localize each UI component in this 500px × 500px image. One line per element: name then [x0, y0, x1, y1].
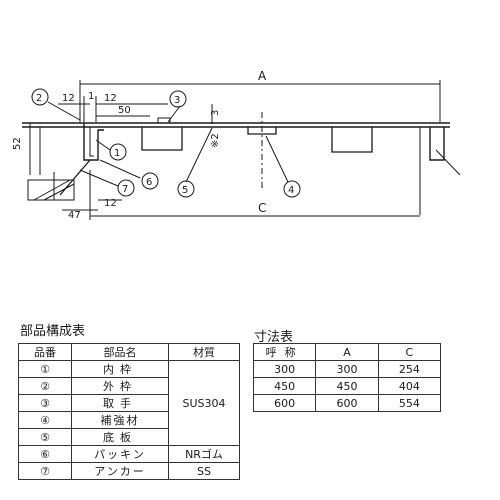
- table-row: 600 600 554: [252, 394, 442, 412]
- dims-table: 呼称 A C 300 300 254 450 450 404 600 600 5…: [252, 343, 442, 412]
- part-no: ①: [18, 360, 72, 378]
- table-row: ② 外枠: [18, 377, 240, 395]
- parts-table-header: 品番 部品名 材質: [18, 343, 240, 361]
- part-no: ③: [18, 394, 72, 412]
- part-material: NRゴム: [168, 445, 240, 463]
- dim-label-50: 50: [118, 105, 131, 116]
- part-name: 底板: [71, 428, 169, 446]
- dim-label-x2: ※2: [210, 133, 221, 148]
- callout-5: 5: [182, 185, 188, 196]
- part-no: ⑤: [18, 428, 72, 446]
- c-value: 404: [377, 377, 442, 395]
- part-name: 外枠: [71, 377, 169, 395]
- part-no: ④: [18, 411, 72, 429]
- c-value: 554: [377, 394, 442, 412]
- part-no: ②: [18, 377, 72, 395]
- table-row: 450 450 404: [252, 377, 442, 395]
- table-row: ⑤ 底板: [18, 428, 240, 446]
- part-no: ⑥: [18, 445, 72, 463]
- col-header-material: 材質: [168, 343, 240, 361]
- dim-label-c: C: [258, 201, 266, 215]
- callout-6: 6: [146, 177, 152, 188]
- a-value: 600: [315, 394, 379, 412]
- table-row: ① 内枠 SUS304: [18, 360, 240, 446]
- dim-label-3: 3: [210, 110, 221, 116]
- table-row: ③ 取手: [18, 394, 240, 412]
- col-header-a: A: [315, 343, 379, 361]
- size-value: 600: [252, 394, 317, 412]
- part-material: SS: [168, 462, 240, 480]
- size-value: 450: [252, 377, 317, 395]
- callout-4: 4: [288, 185, 294, 196]
- size-value: 300: [252, 360, 317, 378]
- part-name: アンカー: [71, 462, 169, 480]
- callout-1-circle: [109, 143, 127, 161]
- table-row: ④ 補強材: [18, 411, 240, 429]
- table-row: ⑥ パッキン NRゴム: [18, 445, 240, 463]
- table-row: ⑦ アンカー SS: [18, 462, 240, 480]
- c-value: 254: [377, 360, 442, 378]
- dims-table-header: 呼称 A C: [252, 343, 442, 361]
- part-name: パッキン: [71, 445, 169, 463]
- part-no: ⑦: [18, 462, 72, 480]
- callout-4-circle: [283, 180, 301, 198]
- part-name: 補強材: [71, 411, 169, 429]
- col-header-no: 品番: [18, 343, 72, 361]
- dim-label-12b: 12: [104, 93, 117, 104]
- callout-7: 7: [122, 184, 128, 195]
- callout-3: 3: [174, 95, 180, 106]
- a-value: 450: [315, 377, 379, 395]
- callout-6-circle: [141, 172, 159, 190]
- dim-label-12a: 12: [62, 93, 75, 104]
- col-header-c: C: [377, 343, 442, 361]
- part-material-sus304: SUS304: [168, 360, 240, 446]
- callout-1: 1: [114, 148, 120, 159]
- callout-7-circle: [117, 179, 135, 197]
- col-header-size: 呼称: [252, 343, 317, 361]
- dim-label-52: 52: [12, 137, 23, 150]
- dim-label-12c: 12: [104, 198, 117, 209]
- cross-section-drawing: A C 12 1 12 50 3 ※2 52 47 12 2 3 1 6 7 5…: [12, 69, 461, 221]
- parts-table-title: 部品構成表: [20, 324, 86, 339]
- part-name: 取手: [71, 394, 169, 412]
- dim-label-47: 47: [68, 210, 81, 221]
- dims-table-title: 寸法表: [254, 330, 294, 345]
- parts-table: 品番 部品名 材質 ① 内枠 SUS304 ② 外枠 ③ 取手 ④ 補強材 ⑤ …: [18, 343, 240, 480]
- dim-label-a: A: [258, 69, 267, 83]
- a-value: 300: [315, 360, 379, 378]
- table-row: 300 300 254: [252, 360, 442, 378]
- part-name: 内枠: [71, 360, 169, 378]
- callout-3-circle: [169, 90, 187, 108]
- callout-2-circle: [31, 88, 49, 106]
- dim-label-1: 1: [88, 91, 94, 102]
- callout-5-circle: [177, 180, 195, 198]
- callout-2: 2: [36, 93, 42, 104]
- col-header-name: 部品名: [71, 343, 169, 361]
